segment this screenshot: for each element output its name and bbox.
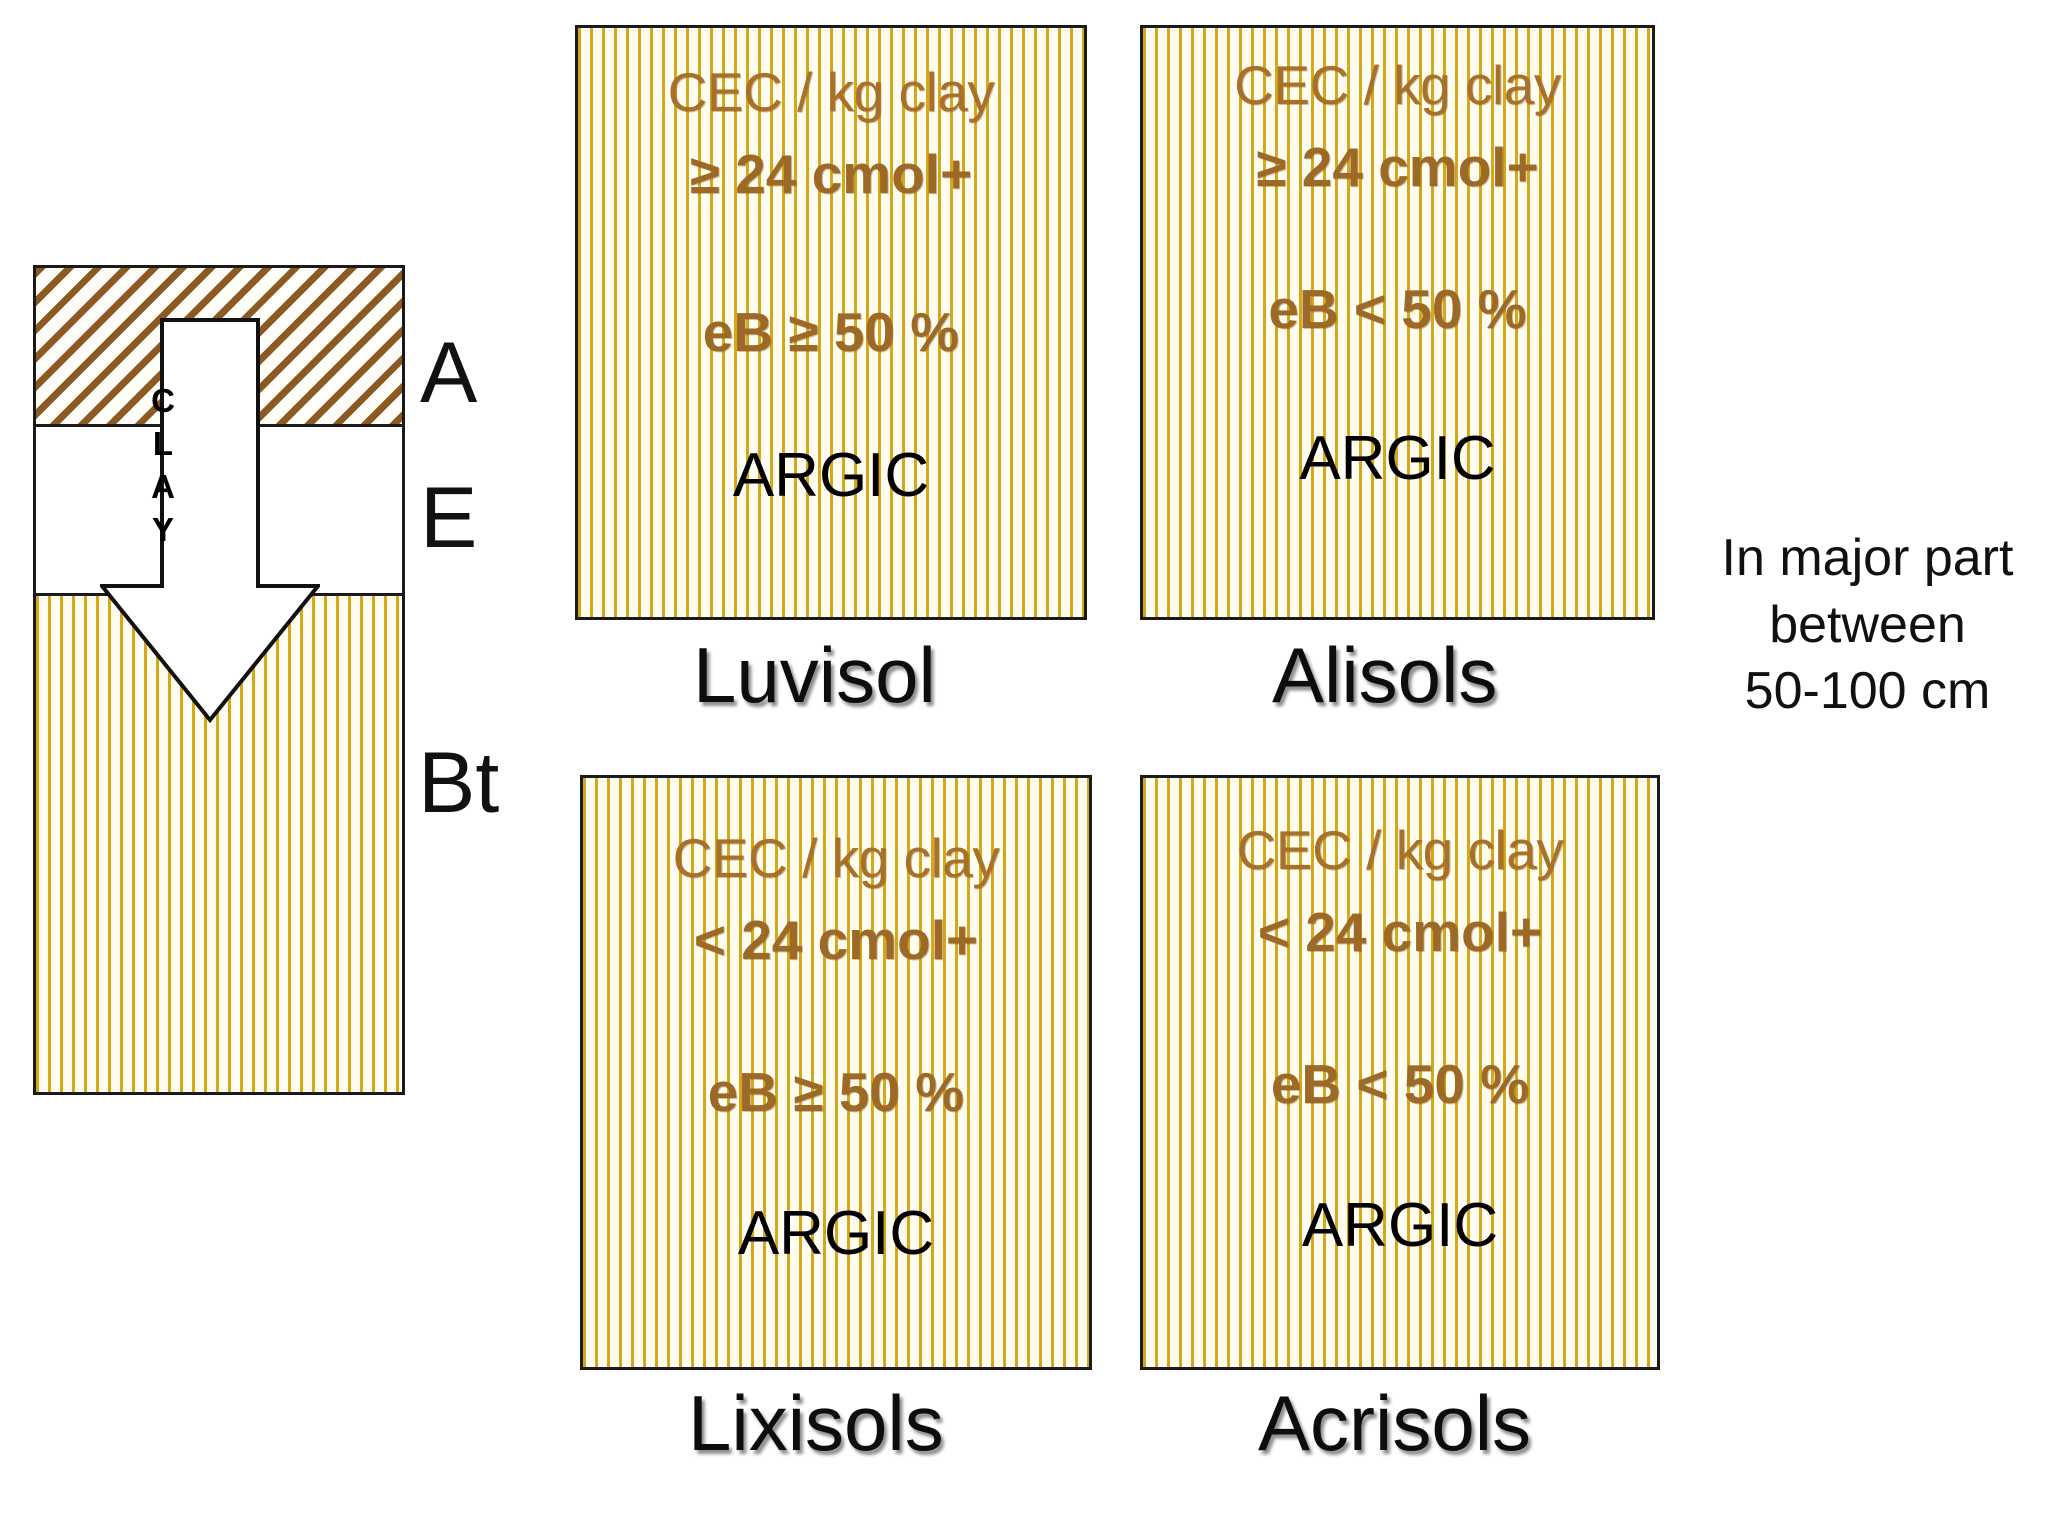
cec-label: CEC / kg clay bbox=[667, 61, 995, 123]
soil-name-alisols: Alisols bbox=[1272, 631, 1498, 719]
soil-box-acrisols[interactable]: CEC / kg clay < 24 cmol+ eB < 50 % ARGIC bbox=[1140, 775, 1660, 1370]
clay-letter-c: C bbox=[151, 382, 175, 419]
soil-name-luvisol: Luvisol bbox=[693, 631, 936, 719]
cec-label: CEC / kg clay bbox=[1236, 819, 1564, 881]
cec-value: ≥ 24 cmol+ bbox=[1256, 136, 1539, 198]
depth-note-line-3: 50-100 cm bbox=[1744, 662, 1991, 721]
down-arrow-icon bbox=[100, 318, 320, 723]
soil-name-acrisols: Acrisols bbox=[1258, 1379, 1532, 1467]
depth-note-line-2: between bbox=[1769, 595, 1966, 654]
soil-box-lixisols[interactable]: CEC / kg clay < 24 cmol+ eB ≥ 50 % ARGIC bbox=[580, 775, 1092, 1370]
horizon-label-e: E bbox=[420, 470, 478, 566]
cec-label: CEC / kg clay bbox=[672, 827, 1000, 889]
clay-translocation-arrow bbox=[100, 318, 320, 723]
cec-value: < 24 cmol+ bbox=[1257, 901, 1543, 963]
soil-box-alisols[interactable]: CEC / kg clay ≥ 24 cmol+ eB < 50 % ARGIC bbox=[1140, 25, 1655, 620]
clay-letter-y: Y bbox=[151, 510, 174, 548]
horizon-label-a: A bbox=[420, 325, 478, 421]
cec-value: ≥ 24 cmol+ bbox=[689, 143, 973, 205]
cec-label: CEC / kg clay bbox=[1234, 54, 1561, 116]
cec-value: < 24 cmol+ bbox=[693, 909, 979, 971]
clay-letter-a: A bbox=[151, 467, 175, 505]
depth-note: In major part between 50-100 cm bbox=[1690, 525, 2045, 725]
horizon-qualifier: ARGIC bbox=[1301, 1191, 1499, 1260]
base-saturation: eB ≥ 50 % bbox=[707, 1061, 965, 1123]
base-saturation: eB < 50 % bbox=[1268, 278, 1527, 340]
base-saturation: eB ≥ 50 % bbox=[702, 301, 960, 363]
horizon-label-bt: Bt bbox=[418, 735, 500, 831]
soil-name-lixisols: Lixisols bbox=[688, 1379, 944, 1467]
clay-arrow-label: C L A Y bbox=[133, 380, 193, 552]
clay-letter-l: L bbox=[152, 424, 174, 462]
horizon-qualifier: ARGIC bbox=[732, 441, 930, 510]
horizon-qualifier: ARGIC bbox=[737, 1199, 935, 1268]
horizon-qualifier: ARGIC bbox=[1299, 424, 1496, 493]
depth-note-line-1: In major part bbox=[1721, 529, 2014, 587]
soil-box-luvisol[interactable]: CEC / kg clay ≥ 24 cmol+ eB ≥ 50 % ARGIC bbox=[575, 25, 1087, 620]
base-saturation: eB < 50 % bbox=[1270, 1053, 1530, 1115]
